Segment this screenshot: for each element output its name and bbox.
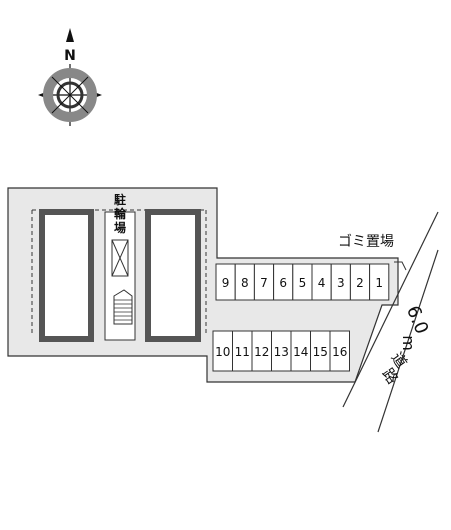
parking-space-number: 6	[279, 276, 287, 290]
parking-space-top-1: 9	[215, 263, 236, 301]
bicycle-parking-label-char-3: 場	[114, 220, 126, 235]
compass-diag-2	[51, 76, 89, 114]
stairs-icon	[113, 289, 133, 325]
parking-space-top-3: 7	[253, 263, 275, 301]
parking-space-number: 5	[299, 276, 307, 290]
bicycle-parking-box	[111, 239, 129, 277]
parking-space-number: 7	[260, 276, 268, 290]
road-edge-far	[377, 249, 439, 433]
parking-space-number: 4	[318, 276, 326, 290]
parking-space-number: 14	[293, 345, 308, 359]
parking-space-top-7: 3	[330, 263, 351, 301]
parking-space-bottom-3: 12	[251, 330, 272, 372]
parking-space-number: 12	[254, 345, 269, 359]
road-width-label: 6.0	[402, 303, 432, 337]
parking-space-bottom-5: 14	[290, 330, 311, 372]
parking-space-top-2: 8	[234, 263, 255, 301]
road-edge-near	[342, 211, 439, 408]
parking-space-bottom-4: 13	[271, 330, 292, 372]
parking-space-number: 3	[337, 276, 345, 290]
parking-space-number: 15	[313, 345, 328, 359]
compass-inner-ring-icon	[56, 81, 84, 109]
parking-space-bottom-6: 15	[310, 330, 331, 372]
compass: N	[38, 28, 102, 126]
parking-space-number: 2	[356, 276, 364, 290]
bicycle-parking-label-char-2: 輪	[114, 206, 127, 221]
garbage-area-marker	[394, 261, 407, 271]
garbage-area-label: ゴミ置場	[338, 233, 394, 250]
parking-space-number: 8	[241, 276, 249, 290]
parking-space-number: 13	[274, 345, 289, 359]
building-left	[39, 209, 94, 342]
compass-north-arrow-icon	[66, 28, 74, 42]
parking-space-bottom-2: 11	[232, 330, 253, 372]
parking-space-number: 9	[222, 276, 230, 290]
parking-space-top-8: 2	[349, 263, 371, 301]
parking-space-top-5: 5	[292, 263, 313, 301]
compass-outer-ring-icon	[43, 68, 97, 122]
compass-north-label: N	[64, 48, 76, 64]
road-unit-label: m	[399, 335, 418, 351]
parking-row-bottom: 10 11 12 13 14 15 16	[212, 330, 350, 372]
parking-space-bottom-1: 10	[212, 330, 233, 372]
building-right	[145, 209, 201, 342]
parking-space-bottom-7: 16	[329, 330, 350, 372]
parking-space-number: 11	[235, 345, 250, 359]
parking-space-top-4: 6	[273, 263, 294, 301]
parking-space-number: 10	[215, 345, 230, 359]
parking-space-number: 1	[375, 276, 383, 290]
parking-space-top-6: 4	[311, 263, 332, 301]
parking-space-number: 16	[332, 345, 347, 359]
parking-space-top-9: 1	[369, 263, 390, 301]
bicycle-parking-label-char-1: 駐	[114, 192, 126, 207]
